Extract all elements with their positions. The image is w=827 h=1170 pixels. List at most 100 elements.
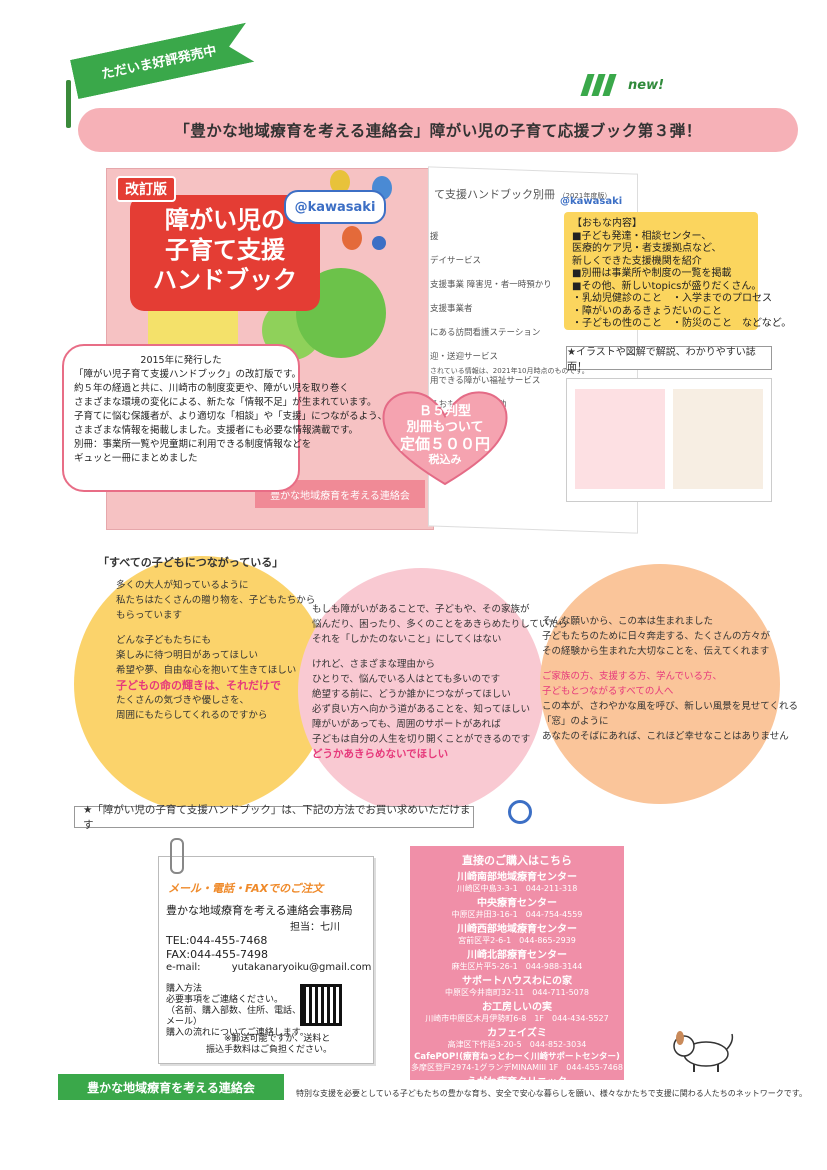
store-list-heading: 直接のご購入はこちら <box>462 854 572 867</box>
sample-page-right <box>673 389 763 489</box>
message-line: どんな子どもたちにも <box>116 635 212 646</box>
store-name: 川崎北部療育センター <box>467 950 567 961</box>
circle3-text: そんな願いから、この本は生まれました 子どもたちのために日々奔走する、たくさんの… <box>542 614 798 744</box>
balloon-icon <box>372 236 386 250</box>
revised-edition-badge: 改訂版 <box>116 176 176 202</box>
store-name: えがわ療育クリニック <box>467 1077 567 1088</box>
order-card <box>158 856 374 1064</box>
store-list: 川崎南部地域療育センター 川崎区中島3-3-1 044-211-318 中央療育… <box>410 868 631 1112</box>
message-line: 障がいがあっても、周囲のサポートがあれば <box>312 719 501 730</box>
store-name: 川崎西部地域療育センター <box>457 924 577 935</box>
qr-code-icon[interactable] <box>300 984 342 1026</box>
store-name: カフェイズミ <box>487 1028 547 1039</box>
flag-pole <box>66 80 71 128</box>
store-address: 高津区下作延3-20-5 044-852-3034 <box>447 1040 587 1049</box>
supplement-line: 支援事業 障害児・者一時預かり <box>430 280 552 290</box>
method-line: 必要事項をご連絡ください。 <box>166 995 284 1005</box>
message-line: 周囲にもたらしてくれるのですから <box>116 710 268 721</box>
message-line: もしも障がいがあることで、子どもや、その家族が <box>312 604 530 615</box>
dog-illustration <box>673 1031 734 1072</box>
message-circle-yellow <box>74 556 330 812</box>
cover-title-line: 子育て支援 <box>165 236 285 264</box>
illustration-caption: ★イラストや図解で解説、わかりやすい誌面！ <box>566 346 772 373</box>
price-line: 税込み <box>428 453 462 466</box>
supplement-line: 迎・送迎サービス <box>430 352 499 362</box>
supplement-logo: @kawasaki <box>560 196 623 207</box>
supplement-line: 援 <box>430 232 439 242</box>
supplement-line: 用できる障がい福祉サービス <box>430 376 541 386</box>
message-line: 「窓」のように <box>542 716 609 727</box>
message-line-highlight: 子どもの命の輝きは、それだけで <box>116 679 281 692</box>
price-line: 定価５００円 <box>399 435 490 453</box>
bubble-line: ギュッと一冊にまとめました <box>74 453 198 464</box>
store-address: 川崎市中原区木月伊勢町6-8 1F 044-434-5527 <box>425 1014 609 1023</box>
paperclip-icon <box>170 838 184 874</box>
store-note: ※営業日時など、ご確認の上お買い求め下さい。 <box>418 1102 616 1112</box>
message-line: 楽しみに待つ明日があってほしい <box>116 650 259 661</box>
price-line: Ｂ５判型 <box>418 404 471 419</box>
circle-heading: 「すべての子どもにつながっている」 <box>98 556 284 569</box>
contents-line: ・乳幼児健診のこと ・入学までのプロセス <box>572 293 772 304</box>
message-line: 子どもは自分の人生を切り開くことができるのです <box>312 734 531 745</box>
bubble-line: 2015年に発行した <box>140 355 222 366</box>
store-address: 中原区井田3-16-1 044-754-4559 <box>451 910 583 919</box>
email-address[interactable]: yutakanaryoiku@gmail.com <box>231 962 372 973</box>
cover-title-line: ハンドブック <box>153 266 297 294</box>
supplement-line: デイサービス <box>430 256 482 266</box>
bubble-line: さまざまな環境の変化による、新たな「情報不足」が生まれています。 <box>74 397 377 408</box>
sample-page-left <box>575 389 665 489</box>
store-address: 麻生区片平5-26-1 044-988-3144 <box>451 962 583 971</box>
message-line-highlight: どうかあきらめないでほしい <box>312 748 449 760</box>
message-circle-pink <box>298 568 544 814</box>
sample-spread-image <box>566 378 772 502</box>
circle1-text: 多くの大人が知っているように 私たちはたくさんの贈り物を、子どもたちから もらっ… <box>116 578 315 723</box>
flag-label: ただいま好評発売中 <box>100 43 218 83</box>
method-line: メール） <box>166 1017 203 1027</box>
price-heart <box>382 391 508 486</box>
new-stripes-decoration <box>580 74 624 100</box>
message-line: もらっています <box>116 610 183 621</box>
message-line <box>542 659 798 669</box>
method-line: （名前、購入部数、住所、電話、FAX、 <box>166 1006 327 1016</box>
message-circle-orange <box>540 564 780 804</box>
store-name: サポートハウスわにの家 <box>462 976 572 987</box>
kawasaki-logo: @kawasaki <box>284 190 386 224</box>
bubble-line: 「障がい児子育て支援ハンドブック」の改訂版です。 <box>74 369 302 380</box>
balloon-icon <box>342 226 362 250</box>
message-line: 私たちはたくさんの贈り物を、子どもたちから <box>116 595 316 606</box>
balloon-icon <box>330 170 350 194</box>
store-name: 中央療育センター <box>477 898 557 909</box>
store-name: 川崎南部地域療育センター <box>457 872 577 883</box>
message-line: そんな願いから、この本は生まれました <box>542 616 714 627</box>
price-text: Ｂ５判型 別冊もついて 定価５００円 税込み <box>378 404 512 468</box>
price-line: 別冊もついて <box>406 420 484 435</box>
shipping-line: ※郵送可能ですが、送料と <box>224 1034 331 1044</box>
message-line: この本が、さわやかな風を呼び、新しい風景を見せてくれる <box>542 701 799 712</box>
message-line: 絶望する前に、どうか誰かにつながってほしい <box>312 689 511 700</box>
contents-line: ■その他、新しいtopicsが盛りだくさん。 <box>572 280 762 292</box>
message-line-highlight: ご家族の方、支援する方、学んでいる方、 <box>542 671 723 682</box>
contents-line: ■子ども発達・相談センター、 <box>572 230 712 242</box>
message-line: 多くの大人が知っているように <box>116 580 249 591</box>
intro-speech-bubble: 2015年に発行した 「障がい児子育て支援ハンドブック」の改訂版です。 約５年の… <box>62 344 387 492</box>
message-line-highlight: 子どもとつながるすべての人へ <box>542 686 674 697</box>
message-line <box>116 623 315 633</box>
cover-title-line: 障がい児の <box>165 206 285 234</box>
message-line: それを「しかたのないこと」にしてくはない <box>312 634 502 645</box>
on-sale-flag: ただいま好評発売中 <box>70 23 254 100</box>
supplement-line: 支援事業者 <box>430 304 473 314</box>
footer-description: 特別な支援を必要としている子どもたちの豊かな育ち、安全で安心な暮らしを願い、様々… <box>296 1089 807 1098</box>
circle2-text: もしも障がいがあることで、子どもや、その家族が 悩んだり、困ったり、多くのことを… <box>312 602 567 762</box>
contents-line: ■別冊は事業所や制度の一覧を掲載 <box>572 268 732 279</box>
order-method: 購入方法 必要事項をご連絡ください。 （名前、購入部数、住所、電話、FAX、 メ… <box>166 984 327 1039</box>
supplement-title: て支援ハンドブック別冊 （2021年度版） <box>434 188 612 201</box>
headline-banner: 「豊かな地域療育を考える連絡会」障がい児の子育て応援ブック第３弾！ <box>78 108 798 152</box>
order-email-row: e-mail: yutakanaryoiku@gmail.com <box>166 962 371 973</box>
shipping-line: 振込手数料はご負担ください。 <box>206 1045 333 1055</box>
message-line: けれど、さまざまな理由から <box>312 659 436 670</box>
message-line: 子どもたちのために日々奔走する、たくさんの方々が <box>542 631 771 642</box>
order-fax: FAX:044-455-7498 <box>166 948 269 961</box>
store-name: CafePOP!(療育ねっとわーく川崎サポートセンター) <box>414 1052 620 1062</box>
message-line: たくさんの気づきや優しさを、 <box>116 695 250 706</box>
bubble-line: 別冊：事業所一覧や児童期に利用できる制度情報などを <box>74 439 312 450</box>
